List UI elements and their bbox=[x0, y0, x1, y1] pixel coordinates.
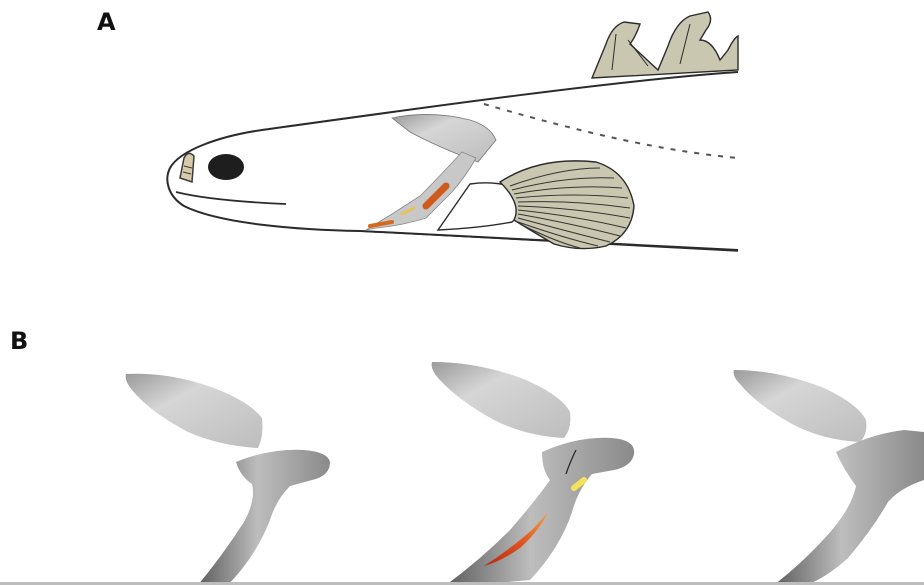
bone-3-plate bbox=[734, 370, 867, 442]
nostril-icon bbox=[180, 153, 194, 182]
fish-illustration bbox=[167, 12, 738, 251]
pectoral-fin bbox=[500, 161, 634, 249]
bone-element-2 bbox=[432, 362, 634, 585]
lateral-line bbox=[484, 104, 738, 158]
bone-1-process bbox=[198, 450, 330, 585]
bone-element-1 bbox=[126, 374, 330, 585]
bone-3-process bbox=[774, 430, 924, 585]
bone-2-plate bbox=[432, 362, 571, 438]
eye-icon bbox=[208, 154, 244, 180]
bone-1-plate bbox=[126, 374, 263, 448]
bone-2-process bbox=[446, 438, 634, 585]
mouth-line bbox=[176, 192, 286, 204]
bone-element-3 bbox=[734, 370, 924, 585]
dorsal-fin bbox=[592, 12, 738, 78]
